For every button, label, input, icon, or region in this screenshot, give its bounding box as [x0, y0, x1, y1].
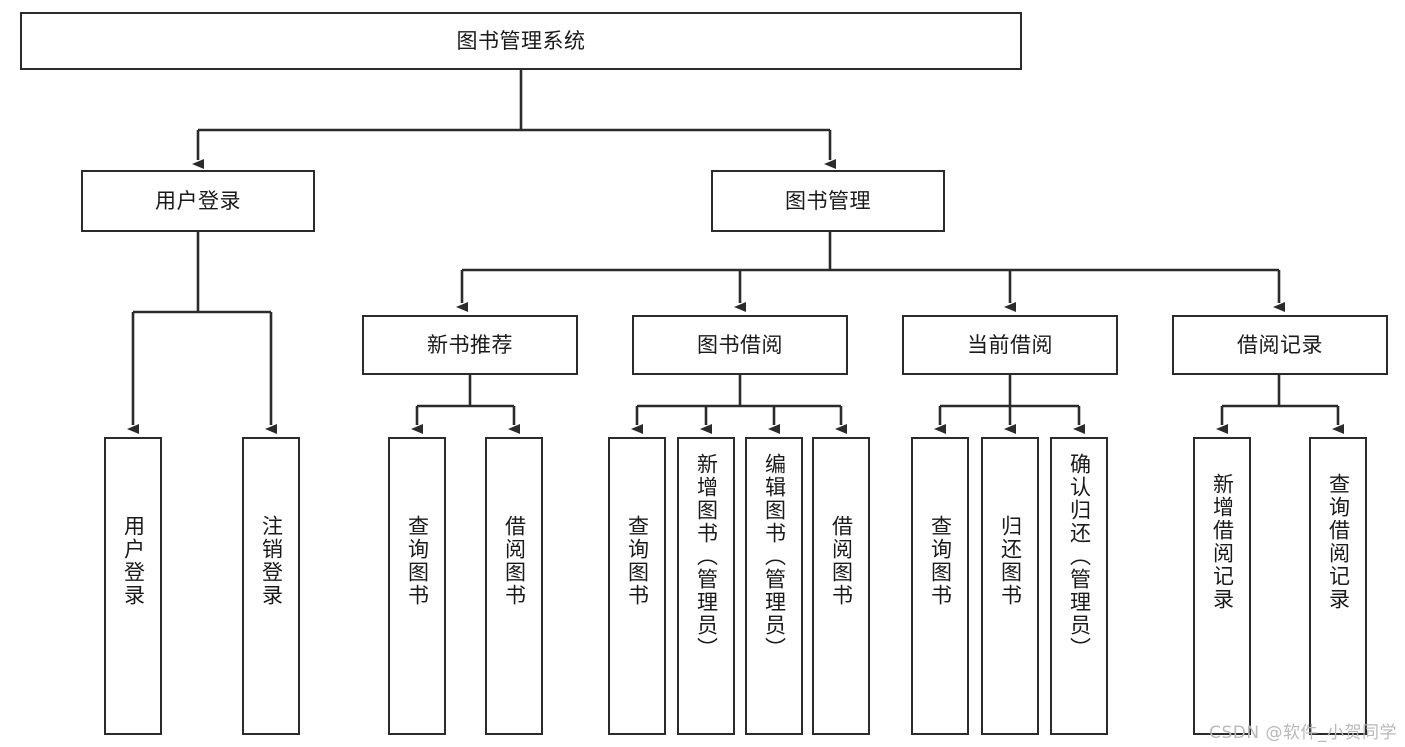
- node-leaf-query-book-2[interactable]: 查询图书: [608, 437, 666, 735]
- node-root-label: 图书管理系统: [456, 28, 586, 53]
- node-user-login-label: 用户登录: [155, 188, 241, 213]
- node-leaf-query-book-2-label: 查询图书: [625, 515, 650, 607]
- node-leaf-add-book[interactable]: 新增图书（管理员）: [677, 437, 735, 735]
- node-leaf-return-book[interactable]: 归还图书: [981, 437, 1039, 735]
- node-leaf-edit-book[interactable]: 编辑图书（管理员）: [745, 437, 803, 735]
- node-leaf-borrow-book-2-label: 借阅图书: [829, 515, 854, 607]
- node-leaf-query-book-1-label: 查询图书: [405, 515, 430, 607]
- node-leaf-query-record[interactable]: 查询借阅记录: [1309, 437, 1367, 735]
- node-leaf-add-book-label: 新增图书（管理员）: [694, 453, 719, 660]
- node-leaf-return-book-label: 归还图书: [998, 515, 1023, 607]
- node-leaf-query-book-3-label: 查询图书: [928, 515, 953, 607]
- node-leaf-query-book-1[interactable]: 查询图书: [388, 437, 446, 735]
- node-leaf-add-record[interactable]: 新增借阅记录: [1193, 437, 1251, 735]
- node-leaf-confirm-return[interactable]: 确认归还（管理员）: [1050, 437, 1108, 735]
- node-leaf-edit-book-label: 编辑图书（管理员）: [762, 453, 787, 660]
- node-leaf-query-record-label: 查询借阅记录: [1326, 473, 1351, 611]
- node-leaf-logout[interactable]: 注销登录: [242, 437, 300, 735]
- node-leaf-user-login-label: 用户登录: [121, 515, 146, 607]
- node-book-borrow[interactable]: 图书借阅: [632, 315, 848, 375]
- node-borrow-record-label: 借阅记录: [1237, 332, 1323, 357]
- node-leaf-add-record-label: 新增借阅记录: [1210, 473, 1235, 611]
- node-book-manage-label: 图书管理: [785, 188, 871, 213]
- node-leaf-borrow-book-1[interactable]: 借阅图书: [485, 437, 543, 735]
- node-current-borrow[interactable]: 当前借阅: [902, 315, 1118, 375]
- node-book-manage[interactable]: 图书管理: [711, 170, 945, 232]
- node-root[interactable]: 图书管理系统: [20, 12, 1022, 70]
- node-leaf-logout-label: 注销登录: [259, 515, 284, 607]
- node-leaf-borrow-book-1-label: 借阅图书: [502, 515, 527, 607]
- node-new-book-recommend-label: 新书推荐: [427, 332, 513, 357]
- node-user-login[interactable]: 用户登录: [81, 170, 315, 232]
- node-leaf-confirm-return-label: 确认归还（管理员）: [1067, 453, 1092, 660]
- node-leaf-user-login[interactable]: 用户登录: [104, 437, 162, 735]
- node-borrow-record[interactable]: 借阅记录: [1172, 315, 1388, 375]
- watermark-text: CSDN @软件_小贺同学: [1209, 723, 1397, 743]
- node-new-book-recommend[interactable]: 新书推荐: [362, 315, 578, 375]
- node-leaf-borrow-book-2[interactable]: 借阅图书: [812, 437, 870, 735]
- node-book-borrow-label: 图书借阅: [697, 332, 783, 357]
- node-leaf-query-book-3[interactable]: 查询图书: [911, 437, 969, 735]
- node-current-borrow-label: 当前借阅: [967, 332, 1053, 357]
